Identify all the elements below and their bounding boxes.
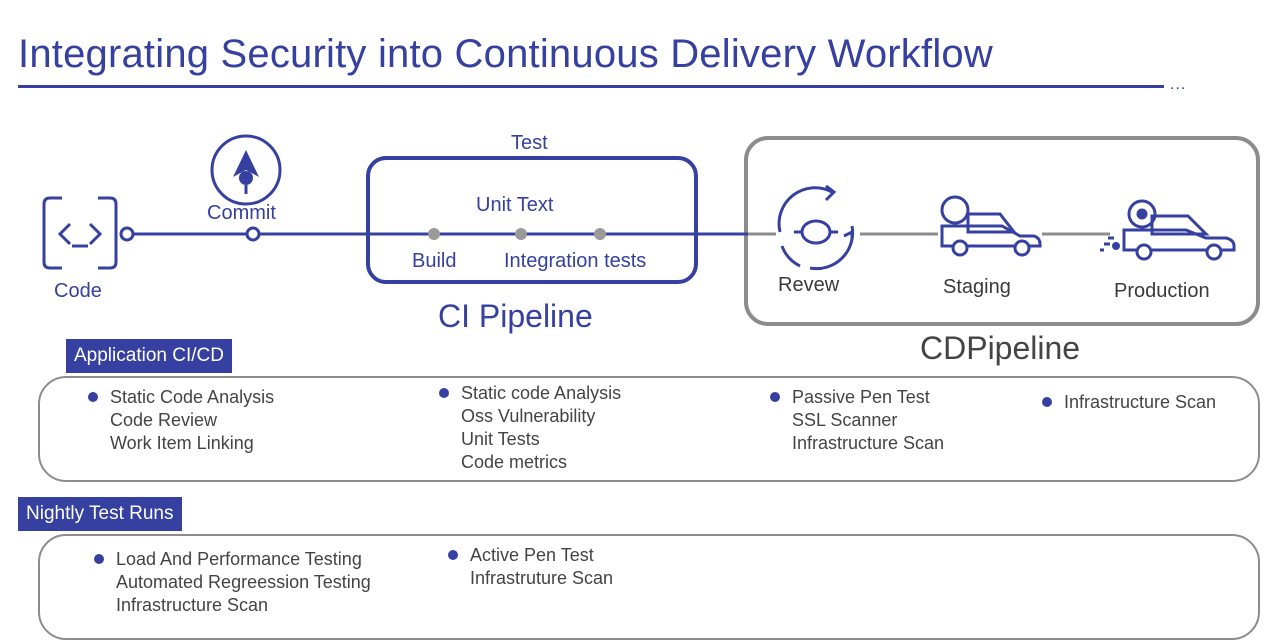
- app-group-3: Passive Pen Test SSL Scanner Infrastruct…: [770, 386, 945, 455]
- list-item: Static Code Analysis: [110, 387, 275, 407]
- staging-car-icon: [940, 195, 1042, 257]
- bullet-dot: [88, 392, 98, 402]
- title-dots: ...: [1170, 76, 1187, 93]
- integration-node: [594, 228, 606, 240]
- app-group-4: Infrastructure Scan: [1042, 391, 1217, 414]
- bullet-dot: [439, 388, 449, 398]
- commit-label: Commit: [207, 202, 276, 224]
- list-item: Work Item Linking: [110, 433, 254, 453]
- build-label: Build: [412, 250, 457, 272]
- cd-pipeline-box: [744, 136, 1260, 326]
- production-car-icon: [1100, 199, 1236, 261]
- list-item: Code Review: [110, 410, 218, 430]
- commit-node: [245, 226, 261, 242]
- cd-pipeline-label: CDPipeline: [920, 330, 1081, 366]
- list-item: Infrastructure Scan: [116, 595, 269, 615]
- unit-test-node: [515, 228, 527, 240]
- nightly-test-runs-tag: Nightly Test Runs: [18, 497, 182, 531]
- list-item: Static code Analysis: [461, 383, 622, 403]
- code-node: [119, 226, 135, 242]
- page-title: Integrating Security into Continuous Del…: [18, 32, 993, 76]
- nightly-group-2: Active Pen Test Infrastruture Scan: [448, 544, 614, 590]
- test-label: Test: [511, 132, 548, 154]
- application-cicd-tag: Application CI/CD: [66, 339, 232, 373]
- list-item: Automated Regreession Testing: [116, 572, 371, 592]
- review-label: Revew: [778, 274, 840, 296]
- app-group-2: Static code Analysis Oss Vulnerability U…: [439, 382, 622, 474]
- ci-pipeline-label: CI Pipeline: [438, 298, 593, 334]
- unit-text-label: Unit Text: [476, 194, 554, 216]
- list-item: Infrastruture Scan: [470, 568, 614, 588]
- list-item: Unit Tests: [461, 429, 540, 449]
- bullet-dot: [770, 392, 780, 402]
- code-label: Code: [54, 280, 102, 302]
- title-underline: [18, 85, 1164, 88]
- nightly-test-runs-panel: [38, 534, 1260, 640]
- bullet-dot: [94, 554, 104, 564]
- production-label: Production: [1114, 280, 1210, 302]
- integration-tests-label: Integration tests: [504, 250, 647, 272]
- list-item: Oss Vulnerability: [461, 406, 596, 426]
- list-item: Load And Performance Testing: [116, 549, 362, 569]
- nightly-group-1: Load And Performance Testing Automated R…: [94, 548, 371, 617]
- staging-label: Staging: [943, 276, 1011, 298]
- list-item: Active Pen Test: [470, 545, 594, 565]
- list-item: Infrastructure Scan: [792, 433, 945, 453]
- code-brackets-icon: [42, 196, 118, 270]
- bullet-dot: [448, 550, 458, 560]
- commit-icon: [210, 134, 282, 206]
- list-item: SSL Scanner: [792, 410, 898, 430]
- app-group-1: Static Code Analysis Code Review Work It…: [88, 386, 275, 455]
- list-item: Code metrics: [461, 452, 568, 472]
- bullet-dot: [1042, 397, 1052, 407]
- ci-pipeline-box: [366, 156, 698, 284]
- application-cicd-panel: [38, 376, 1260, 482]
- list-item: Infrastructure Scan: [1064, 392, 1217, 412]
- build-node: [428, 228, 440, 240]
- review-cycle-icon: [777, 184, 855, 271]
- list-item: Passive Pen Test: [792, 387, 930, 407]
